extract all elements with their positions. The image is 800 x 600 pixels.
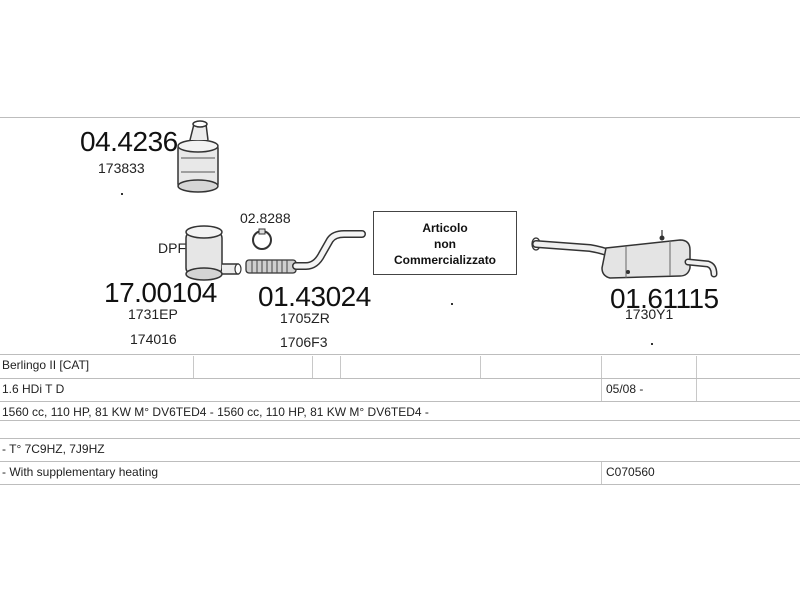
part-subcode-1706f3: 1706F3 — [280, 334, 328, 350]
marker-dot — [451, 303, 453, 305]
top-border — [0, 117, 800, 118]
table-row-model: Berlingo II [CAT] — [2, 358, 90, 372]
table-divider — [193, 356, 194, 378]
table-row-border — [0, 461, 800, 462]
part-code-01-43024[interactable]: 01.43024 — [258, 281, 371, 312]
front-pipe-icon[interactable] — [244, 230, 370, 278]
table-divider — [340, 356, 341, 378]
diagram-bottom-border — [0, 354, 800, 355]
table-divider — [601, 462, 602, 484]
rear-silencer-icon[interactable] — [530, 228, 718, 284]
table-row-types: - T° 7C9HZ, 7J9HZ — [2, 442, 105, 456]
notice-line-2: non — [434, 237, 456, 251]
table-divider — [696, 379, 697, 401]
table-row-engine: 1.6 HDi T D — [2, 382, 65, 396]
table-row-code: C070560 — [606, 465, 655, 479]
dpf-filter-icon[interactable] — [182, 222, 244, 288]
table-row-border — [0, 484, 800, 485]
part-subcode-1705zr: 1705ZR — [280, 310, 330, 326]
notice-line-1: Articolo — [422, 221, 468, 235]
table-row-border — [0, 401, 800, 402]
part-subcode-1731ep: 1731EP — [128, 306, 178, 322]
table-row-heating: - With supplementary heating — [2, 465, 159, 479]
table-divider — [601, 379, 602, 401]
part-subcode-173833: 173833 — [98, 160, 145, 176]
table-divider — [696, 356, 697, 378]
table-row-border — [0, 378, 800, 379]
part-subcode-174016: 174016 — [130, 331, 177, 347]
clamp-ring-icon[interactable] — [248, 228, 276, 252]
table-divider — [312, 356, 313, 378]
table-row-border — [0, 420, 800, 421]
notice-line-3: Commercializzato — [393, 253, 497, 267]
table-row-specs: 1560 cc, 110 HP, 81 KW M° DV6TED4 - 1560… — [2, 405, 429, 419]
not-available-notice: Articolo non Commercializzato — [373, 211, 517, 275]
part-code-01-61115[interactable]: 01.61115 — [610, 283, 719, 314]
table-row-border — [0, 438, 800, 439]
part-code-17-00104[interactable]: 17.00104 — [104, 277, 217, 308]
table-row-date: 05/08 - — [606, 382, 644, 396]
catalyst-canister-icon[interactable] — [168, 118, 228, 198]
dpf-label: DPF — [158, 240, 186, 256]
table-divider — [480, 356, 481, 378]
table-divider — [601, 356, 602, 378]
marker-dot — [121, 193, 123, 195]
clamp-code-02-8288[interactable]: 02.8288 — [240, 210, 291, 226]
part-code-04-4236[interactable]: 04.4236 — [80, 126, 178, 157]
part-subcode-1730y1: 1730Y1 — [625, 306, 674, 322]
marker-dot — [651, 343, 653, 345]
